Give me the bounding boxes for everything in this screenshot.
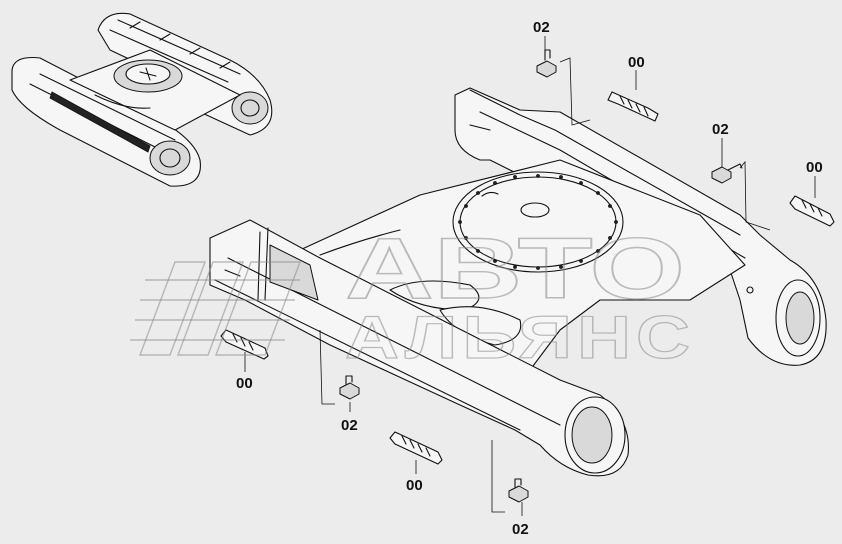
callout-guide-left: 00 <box>236 375 253 392</box>
watermark-line1: АВТО <box>345 221 685 317</box>
callout-guide-lower: 00 <box>406 477 423 494</box>
guide-block-right <box>789 195 835 227</box>
watermark-logo <box>130 261 302 356</box>
guide-block-lower <box>389 431 443 465</box>
guide-block-upper <box>607 91 659 122</box>
watermark-line2: АЛЬЯНС <box>345 304 695 371</box>
callout-bolt-lower: 02 <box>512 521 529 538</box>
callout-labels: 02 00 02 00 00 02 00 02 <box>236 19 823 538</box>
undercarriage-overview <box>11 12 273 187</box>
callout-bolt-upper: 02 <box>533 19 550 36</box>
leader-lines <box>244 36 816 516</box>
bolt-upper <box>536 49 557 78</box>
callout-bolt-left: 02 <box>341 417 358 434</box>
watermark: АВТО АЛЬЯНС <box>130 220 695 372</box>
bolt-right <box>711 163 743 184</box>
track-frame-main <box>209 87 827 477</box>
bolt-lower <box>508 478 529 503</box>
callout-bolt-right: 02 <box>712 121 729 138</box>
callout-guide-upper: 00 <box>628 54 645 71</box>
callout-guide-right: 00 <box>806 159 823 176</box>
bolt-left <box>339 375 360 400</box>
bearing-bolt-holes <box>458 174 618 270</box>
